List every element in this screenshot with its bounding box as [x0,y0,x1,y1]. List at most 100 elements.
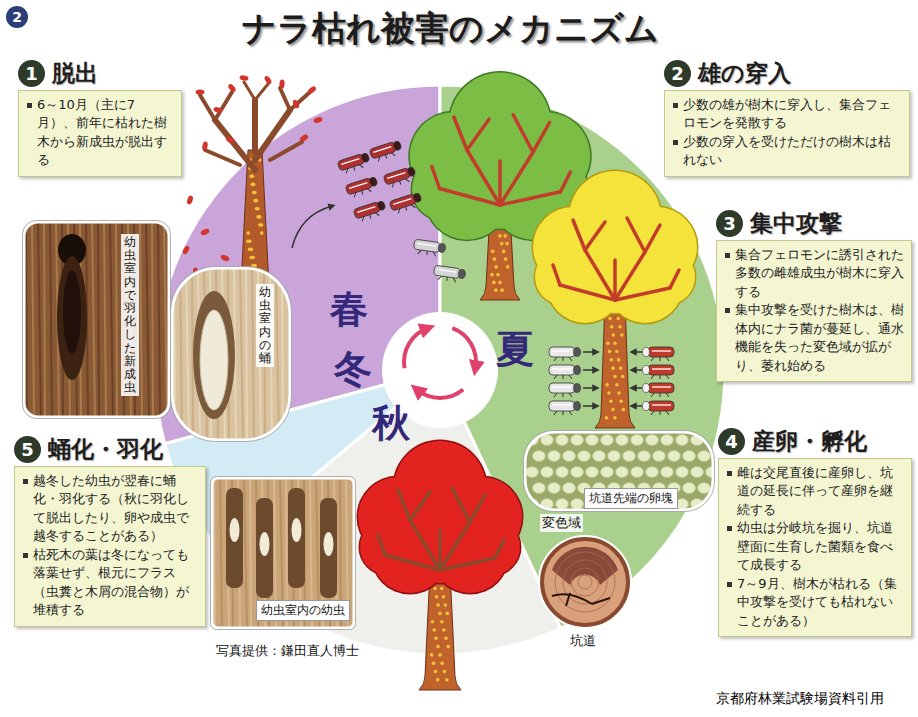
season-wheel [155,85,725,655]
panel-header: 3集中攻撃 [716,206,912,240]
beetle-body [648,401,674,411]
beetle-body [549,365,575,375]
credit-text: 写真提供：鎌田直人博士 [214,642,361,660]
egg [571,499,584,510]
frass-dot [256,215,260,219]
frass-dot [502,250,506,254]
egg [661,467,674,478]
frass-dot [500,288,504,292]
frass-dot [498,234,502,238]
egg [533,483,546,494]
wood-grain [152,222,153,417]
wood-grain [44,222,45,417]
photo-label: 坑道 [568,632,598,650]
beetle-stripe [373,147,391,153]
egg [616,435,629,446]
panel-box: 集合フェロモンに誘引された多数の雌雄成虫が樹木に穿入する集中攻撃を受けた樹木は、… [716,240,912,382]
beetle-stripe [357,207,375,213]
beetle [345,176,379,199]
text-panel: 2雄の穿入少数の雄が樹木に穿入し、集合フェロモンを発散する少数の穿入を受けただけ… [664,56,910,177]
photo-frame [525,432,713,510]
egg [601,467,614,478]
frass-dot [609,399,613,403]
wood-grain [146,222,149,417]
branch-line [500,152,533,205]
frass-dot [492,281,496,285]
egg [631,435,644,446]
beetle-body [413,239,440,253]
frass-dot [249,256,253,260]
beetle-head [438,243,446,253]
beetle-stripe [437,269,456,272]
bare-branch [205,150,240,165]
larval-gallery [288,488,305,588]
bare-branch [244,82,255,100]
wood-grain [252,268,254,440]
frass-dot [446,645,450,649]
photo-ground [525,432,713,510]
beetle [413,239,446,257]
text-panel: 5蛹化・羽化越冬した幼虫が翌春に蛹化・羽化する（秋に羽化して脱出したり、卵や成虫… [14,432,206,627]
beetle-leg [563,375,564,379]
beetle-leg [651,411,654,415]
egg [646,435,659,446]
canopy-fill [639,249,695,305]
branch-line [513,115,533,152]
frass-dot [605,416,609,420]
photo [172,268,290,440]
red-leaf [279,79,285,88]
red-leaf [239,75,249,81]
entry-arrow [633,387,642,389]
bare-branch [255,84,268,100]
wood-grain [104,222,106,417]
wood-grain [116,222,117,417]
egg [608,451,621,462]
beetle [643,401,675,415]
photo-frame [524,431,715,512]
beetle [337,152,371,175]
frass-dot [442,628,446,632]
wood-grain [192,268,193,440]
larval-gallery [226,488,243,588]
frass-dot [613,416,617,420]
branch-line [454,117,467,150]
branch-line [440,558,495,570]
season-label: 冬 [334,348,372,390]
red-tree [357,440,524,691]
red-leaf [202,141,209,151]
beetle-leg [354,167,355,171]
larva [230,518,240,542]
text-panel: 3集中攻撃集合フェロモンに誘引された多数の雌雄成虫が樹木に穿入する集中攻撃を受け… [716,206,912,382]
branch-line [585,222,605,250]
tree-branches [432,115,571,205]
egg [691,467,704,478]
canopy-fill [464,519,520,575]
growth-ring [571,568,599,596]
bullet-text: 雌は交尾直後に産卵し、坑道の延長に伴って産卵を継続する [726,464,904,519]
beetle-stripe [417,243,436,246]
red-leaf [186,195,194,205]
beetle-leg [666,393,669,397]
larval-gallery [256,498,273,598]
frass-dot [617,391,621,395]
frass-dot [246,239,250,243]
beetle [383,166,417,189]
red-leaf [227,83,237,93]
red-leaf [182,245,191,255]
dead-tree [182,75,323,300]
beetle-leg [554,411,557,415]
beetle-leg [554,393,557,397]
frass-dot [608,350,612,354]
beetle-head [643,402,650,411]
beetle-leg [651,357,654,361]
frass-dot [438,653,442,657]
egg [548,451,561,462]
egg [586,435,599,446]
egg [646,467,659,478]
wood-grain [158,222,160,417]
egg [533,451,546,462]
photo-ground [24,222,169,417]
beetle-head [574,366,581,375]
frass-dot [503,234,507,238]
